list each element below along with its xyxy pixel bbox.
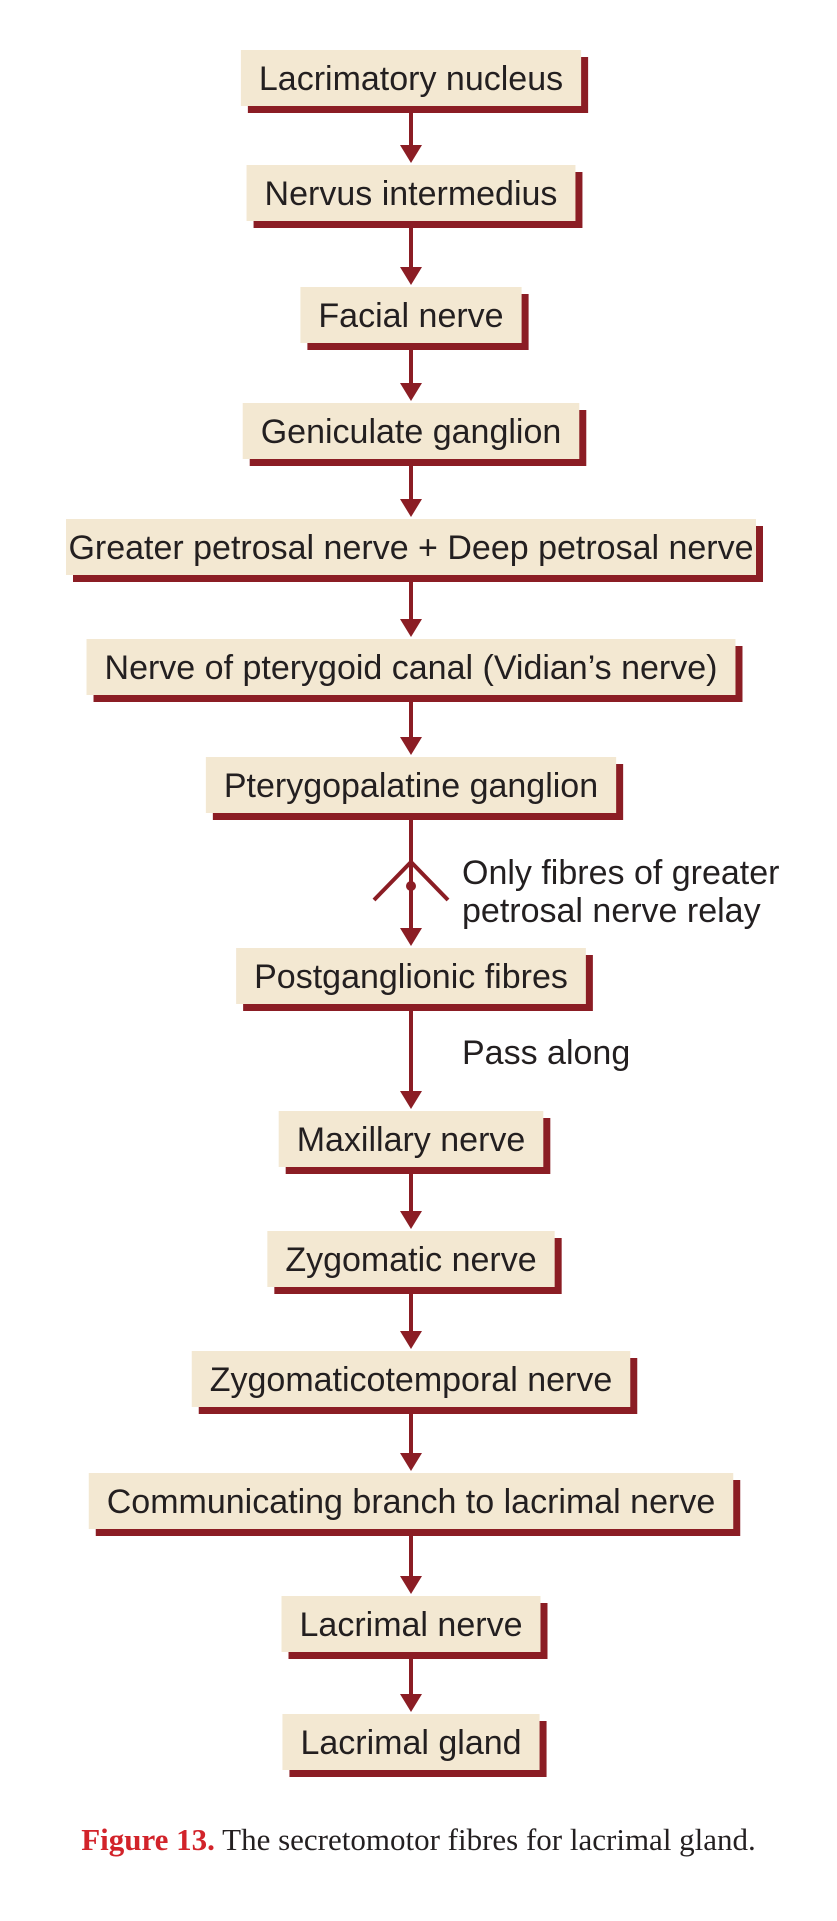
- flow-node: Lacrimal gland: [282, 1714, 547, 1777]
- flow-arrowhead: [400, 1576, 422, 1594]
- relay-note-line-1: Only fibres of greater: [462, 854, 779, 892]
- flow-node-box: [205, 757, 617, 813]
- pass-along-note: Pass along: [462, 1034, 630, 1072]
- flow-node-label: Lacrimatory nucleus: [259, 60, 563, 98]
- flow-node-box: [191, 1351, 631, 1407]
- flow-node-box: [86, 639, 736, 695]
- flow-arrowhead: [400, 1694, 422, 1712]
- flow-node: Postganglionic fibres: [236, 948, 593, 1011]
- flow-node-label: Lacrimal nerve: [300, 1606, 523, 1644]
- flow-node-box: [300, 287, 522, 343]
- flow-node: Zygomaticotemporal nerve: [191, 1351, 638, 1414]
- flow-node-box: [88, 1473, 734, 1529]
- relay-dot-icon: [406, 881, 416, 891]
- flow-node: Lacrimatory nucleus: [240, 50, 589, 113]
- relay-synapse-icon: [372, 859, 450, 902]
- flow-node-label: Lacrimal gland: [300, 1724, 521, 1762]
- flow-arrowhead: [400, 267, 422, 285]
- flow-node-box: [240, 50, 582, 106]
- flow-node-label: Zygomatic nerve: [285, 1241, 536, 1279]
- flow-arrowhead: [400, 383, 422, 401]
- figure-label: Figure 13.: [81, 1822, 215, 1857]
- flow-node: Lacrimal nerve: [281, 1596, 548, 1659]
- figure-caption: Figure 13. The secretomotor fibres for l…: [0, 1822, 837, 1858]
- flow-node-box: [282, 1714, 540, 1770]
- flow-node: Facial nerve: [300, 287, 529, 350]
- flow-notes: Only fibres of greater petrosal nerve re…: [462, 854, 779, 1072]
- flow-arrowhead: [400, 737, 422, 755]
- flow-node-label: Pterygopalatine ganglion: [224, 767, 598, 805]
- flow-node-box: [236, 948, 586, 1004]
- flow-node: Maxillary nerve: [278, 1111, 551, 1174]
- flow-node-label: Greater petrosal nerve + Deep petrosal n…: [68, 529, 753, 567]
- flow-arrowhead: [400, 1211, 422, 1229]
- flow-node: Pterygopalatine ganglion: [205, 757, 624, 820]
- flow-node-box: [242, 403, 580, 459]
- flow-node-box: [66, 519, 756, 575]
- flow-node-label: Nerve of pterygoid canal (Vidian’s nerve…: [105, 649, 718, 687]
- flow-arrowhead: [400, 1453, 422, 1471]
- figure-caption-text: The secretomotor fibres for lacrimal gla…: [214, 1822, 756, 1857]
- flow-node: Nerve of pterygoid canal (Vidian’s nerve…: [86, 639, 743, 702]
- flow-arrowhead: [400, 619, 422, 637]
- flow-node-label: Postganglionic fibres: [254, 958, 568, 996]
- flow-node-label: Facial nerve: [318, 297, 503, 335]
- flow-arrowhead: [400, 928, 422, 946]
- flow-node-box: [267, 1231, 555, 1287]
- flow-arrowhead: [400, 1091, 422, 1109]
- flow-node: Nervus intermedius: [246, 165, 583, 228]
- flow-arrows: [372, 108, 450, 1712]
- flow-node-label: Geniculate ganglion: [261, 413, 562, 451]
- flow-arrowhead: [400, 1331, 422, 1349]
- flow-node-box: [281, 1596, 541, 1652]
- flow-node-label: Nervus intermedius: [265, 175, 558, 213]
- flow-node-label: Zygomaticotemporal nerve: [210, 1361, 613, 1399]
- flow-node: Zygomatic nerve: [267, 1231, 562, 1294]
- flow-node: Communicating branch to lacrimal nerve: [88, 1473, 741, 1536]
- flow-arrowhead: [400, 499, 422, 517]
- flow-node: Greater petrosal nerve + Deep petrosal n…: [66, 519, 763, 582]
- flow-node-label: Maxillary nerve: [297, 1121, 526, 1159]
- flow-arrowhead: [400, 145, 422, 163]
- flow-node-box: [278, 1111, 544, 1167]
- flow-node: Geniculate ganglion: [242, 403, 587, 466]
- flow-node-label: Communicating branch to lacrimal nerve: [107, 1483, 715, 1521]
- relay-note-line-2: petrosal nerve relay: [462, 892, 761, 930]
- flow-node-box: [246, 165, 576, 221]
